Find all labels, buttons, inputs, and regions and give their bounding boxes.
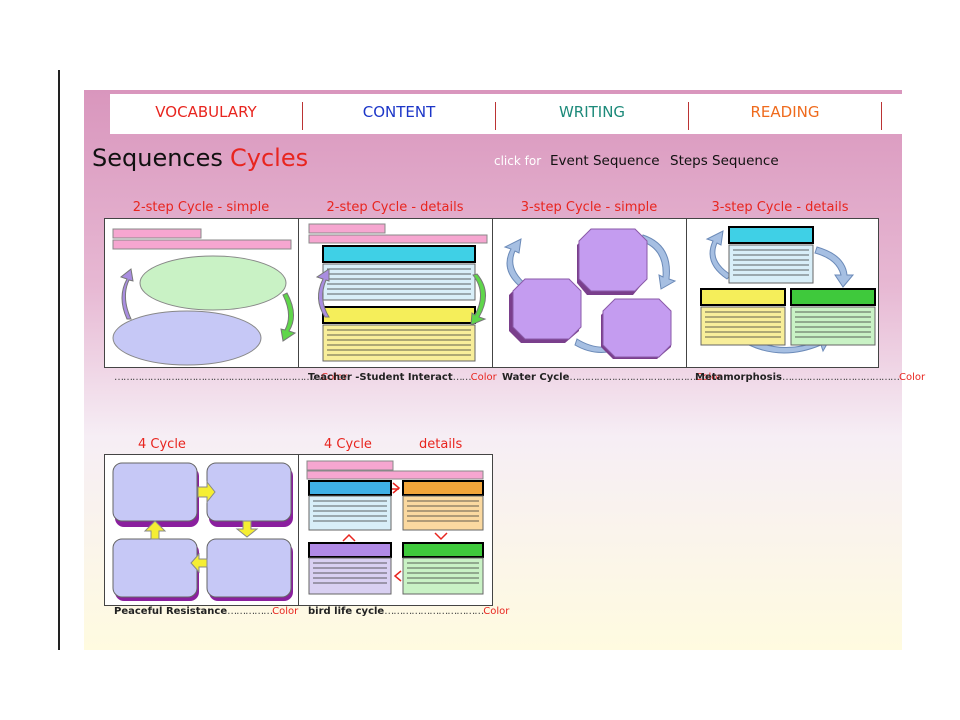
nav-separator [495,102,496,130]
thumb-4cycle[interactable] [105,455,299,605]
event-sequence-link[interactable]: Event Sequence [550,153,660,169]
color-link[interactable]: Color [470,372,497,383]
nav-vocabulary[interactable]: VOCABULARY [155,103,257,121]
row2-thumbnails [104,454,493,606]
thumb-2step-details[interactable] [299,219,493,367]
thumb-title-3step-details: 3-step Cycle - details [711,200,849,215]
two-step-simple-diagram [112,228,297,366]
click-for-label: click for [494,154,542,168]
thumb-3step-simple[interactable] [493,219,687,367]
caption-4cycle-details: bird life cycle……………………………Color [308,606,510,617]
three-step-details-diagram [700,226,876,354]
nav-content[interactable]: CONTENT [362,103,436,121]
thumb-title-3step-simple: 3-step Cycle - simple [520,200,658,215]
thumb-title-details-suffix: details [419,437,463,452]
four-cycle-details-diagram [306,460,484,595]
caption-2step-simple: ……………………………………………………………Color [114,372,348,383]
nav-reading[interactable]: READING [750,103,820,121]
row1-thumbnails [104,218,879,368]
thumb-title-4cycle: 4 Cycle [138,437,186,452]
left-divider-line [58,70,60,650]
main-panel: VOCABULARY CONTENT WRITING READING Seque… [84,90,925,650]
nav-separator [881,102,882,130]
color-link[interactable]: Color [898,372,926,383]
thumb-2step-simple[interactable] [105,219,299,367]
top-nav: VOCABULARY CONTENT WRITING READING [110,94,902,134]
caption-3step-simple: Water Cycle……………………………………Color [502,372,722,383]
color-link[interactable]: Color [272,606,299,617]
color-link[interactable]: Color [695,372,722,383]
steps-sequence-link[interactable]: Steps Sequence [670,153,779,169]
nav-writing[interactable]: WRITING [558,103,626,121]
nav-separator [688,102,689,130]
caption-3step-details: Metamorphosis…………………………………Color [695,372,926,383]
two-step-details-diagram [308,223,488,362]
four-cycle-diagram [112,462,293,601]
thumb-4cycle-details[interactable] [299,455,492,605]
thumb-title-2step-details: 2-step Cycle - details [326,200,464,215]
thumb-title-2step-simple: 2-step Cycle - simple [132,200,270,215]
three-step-simple-diagram [503,228,677,359]
thumb-title-4cycle-details: 4 Cycle [324,437,372,452]
color-link[interactable]: Color [483,606,510,617]
page-title-highlight: Cycles [230,144,309,172]
page-title: Sequences [92,144,223,172]
thumb-3step-details[interactable] [687,219,878,367]
nav-separator [302,102,303,130]
caption-2step-details: Teacher -Student Interact……Color [308,372,497,383]
color-link[interactable]: Color [321,372,348,383]
caption-4cycle: Peaceful Resistance……………Color [114,606,299,617]
